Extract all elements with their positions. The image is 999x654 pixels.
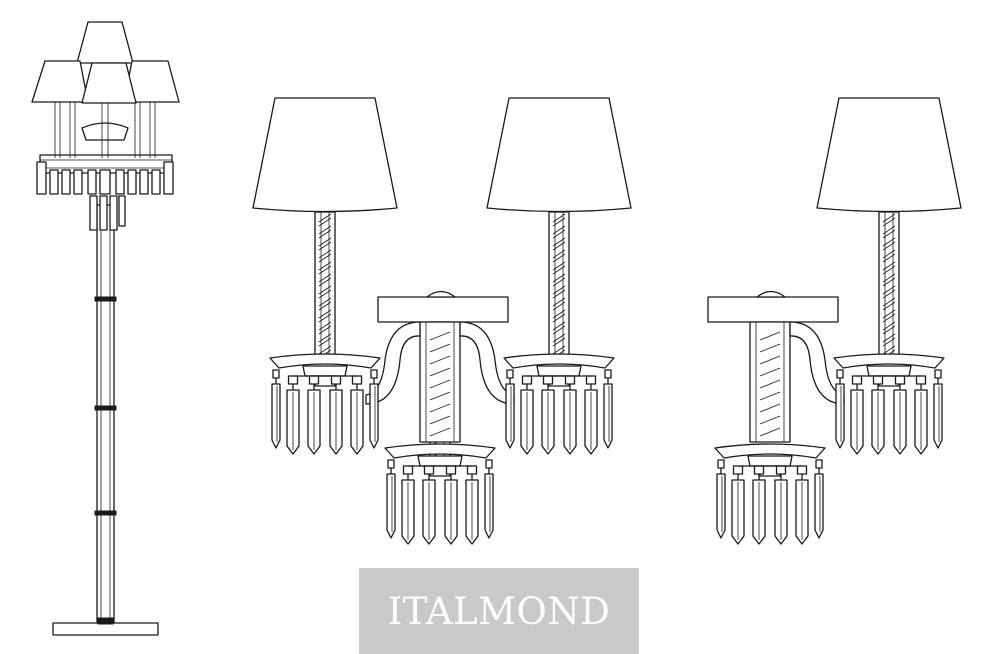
sconce-wall-plate: [377, 296, 509, 323]
floor-lamp-drawing: [31, 21, 180, 636]
floor-lamp-crystals: [36, 161, 174, 231]
sconce-wall-plate: [707, 296, 839, 323]
floor-lamp-shaft: [94, 204, 117, 625]
double-wall-sconce-drawing: [252, 97, 632, 544]
floor-lamp-base: [52, 622, 159, 636]
brand-logo-text: ITALMOND: [387, 589, 611, 633]
brand-logo: ITALMOND: [359, 568, 639, 654]
single-wall-sconce-drawing: [707, 97, 962, 544]
floor-lamp-shades: [31, 21, 180, 104]
